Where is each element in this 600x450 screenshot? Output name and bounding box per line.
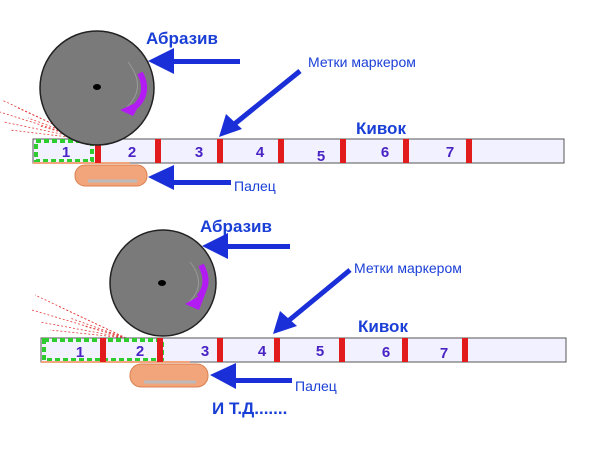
abrasive-label-bottom: Абразив [200,217,272,236]
finger-label-top: Палец [234,178,276,194]
rotation-arrow-bottom [196,263,209,299]
abrasive-label-top: Абразив [146,29,218,48]
segment-number-3: 3 [195,144,203,161]
green-dotted-zone-top [34,139,94,163]
segment-number-1: 1 [76,344,84,361]
panel-top: 1 2 3 4 5 6 7 Абразив Метки маркером Кив… [0,29,565,194]
kivok-label-top: Кивок [356,119,406,138]
panel-bottom: 1 2 3 4 5 6 7 Абразив Метки маркером Кив… [31,217,567,418]
segment-number-1: 1 [62,144,70,161]
arrows-bottom [202,233,352,389]
markers-label-bottom: Метки маркером [354,260,462,276]
sparks-bottom [31,294,127,339]
segment-number-7: 7 [440,345,448,362]
segment-number-7: 7 [446,144,454,161]
segment-number-4: 4 [256,144,265,161]
segment-number-3: 3 [201,343,209,360]
finger-bottom [129,363,209,388]
segment-number-2: 2 [128,144,136,161]
etc-label: И Т.Д....... [212,399,287,418]
arrows-top [148,48,302,190]
marker-marks-bottom [100,338,468,362]
markers-label-top: Метки маркером [308,54,416,70]
marker-marks-top [95,139,472,163]
segment-number-4: 4 [258,343,267,360]
segment-number-2: 2 [136,343,144,360]
strip-top [32,138,565,164]
finger-label-bottom: Палец [295,378,337,394]
segment-number-6: 6 [381,144,389,161]
kivok-label-bottom: Кивок [358,317,408,336]
segment-number-5: 5 [317,148,325,165]
finger-top [74,164,148,187]
segment-number-5: 5 [316,343,324,360]
segment-number-6: 6 [382,344,390,361]
